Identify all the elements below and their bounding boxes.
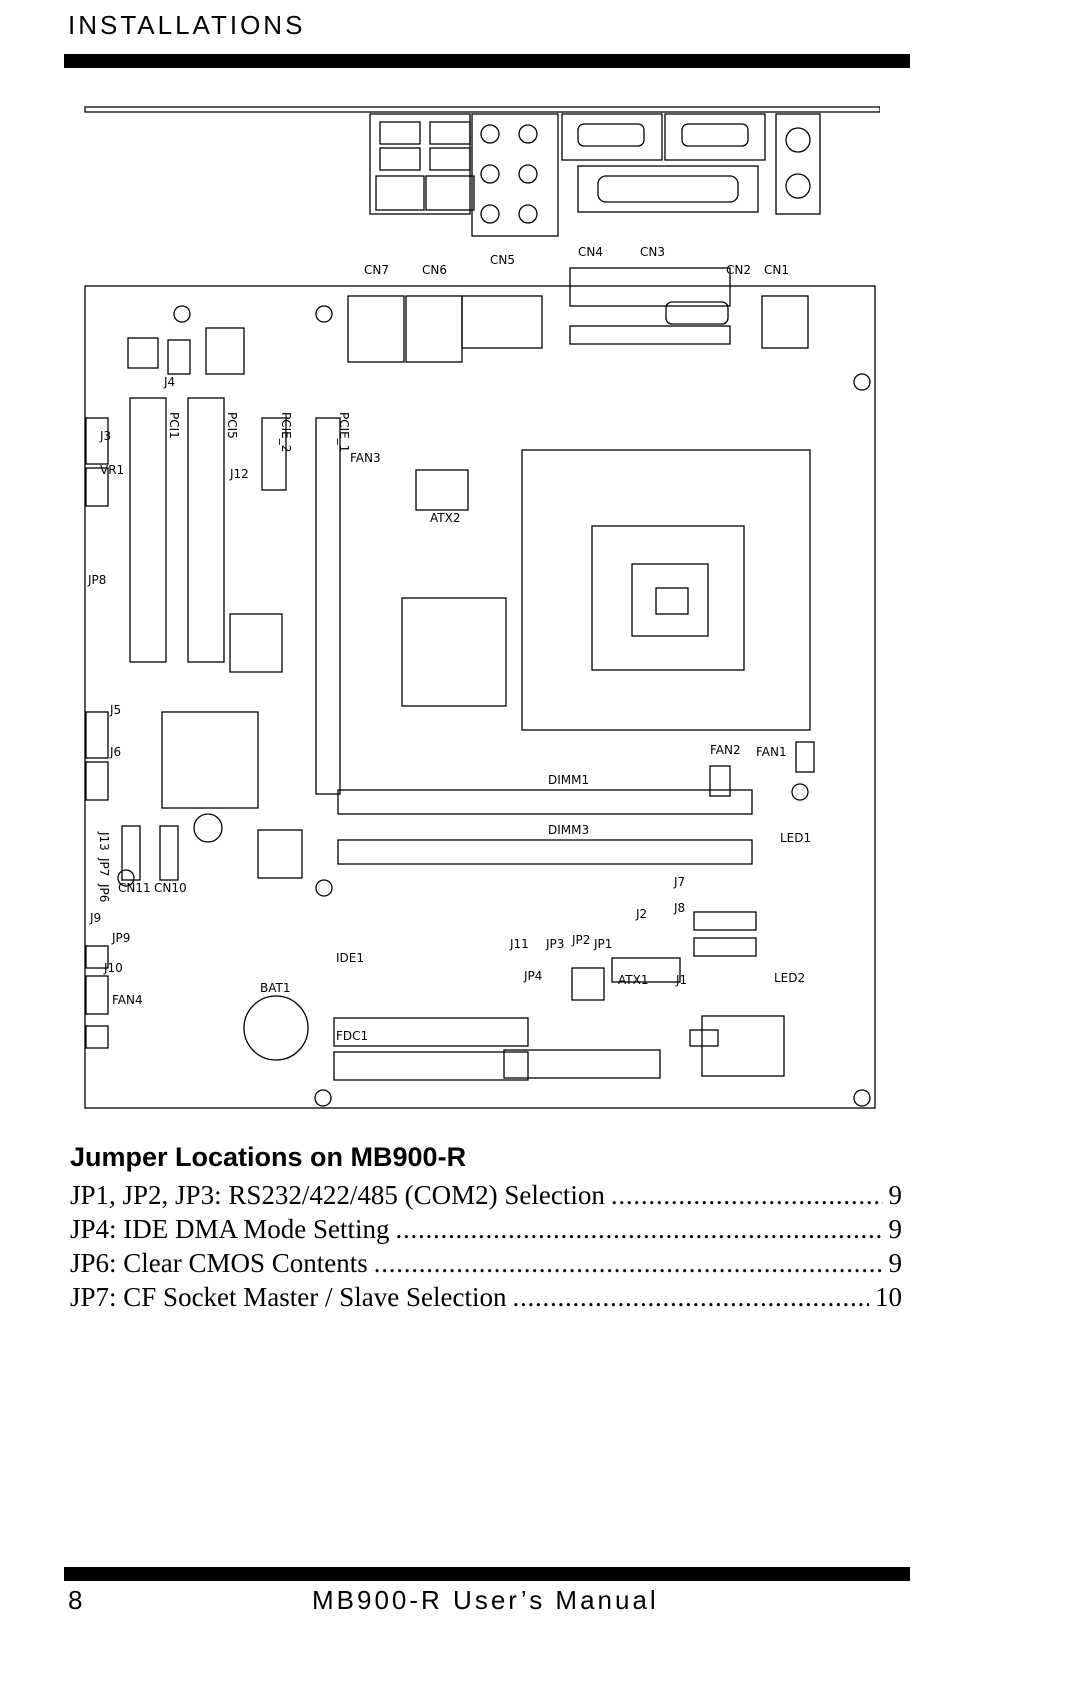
page-number: 8: [68, 1585, 83, 1615]
label-fan2: FAN2: [710, 743, 741, 757]
label-cn3: CN3: [640, 245, 665, 259]
label-dimm3: DIMM3: [548, 823, 589, 837]
label-fan3: FAN3: [350, 451, 381, 465]
rear-io-panel: [84, 106, 880, 237]
footer-rule: [64, 1567, 910, 1581]
label-atx1: ATX1: [618, 973, 648, 987]
toc-entry[interactable]: JP6: Clear CMOS Contents 9: [70, 1248, 902, 1282]
toc-entry-page: 9: [888, 1180, 903, 1210]
section-title: Jumper Locations on MB900-R: [70, 1142, 467, 1172]
label-dimm1: DIMM1: [548, 773, 589, 787]
label-pcie1: PCIE_1: [337, 412, 351, 452]
toc-leader-dots: [374, 1248, 883, 1279]
label-j1: J1: [675, 973, 687, 987]
label-jp1: JP1: [593, 937, 612, 951]
expansion-slots: [129, 397, 341, 795]
label-j9: J9: [89, 911, 101, 925]
toc-entry-label: JP4: IDE DMA Mode Setting: [70, 1214, 390, 1244]
label-j4: J4: [163, 375, 175, 389]
toc-leader-dots: [396, 1214, 883, 1245]
label-cn7: CN7: [364, 263, 389, 277]
label-cn6: CN6: [422, 263, 447, 277]
toc-entry[interactable]: JP7: CF Socket Master / Slave Selection …: [70, 1282, 902, 1316]
label-jp2: JP2: [571, 933, 590, 947]
label-pci5: PCI5: [225, 412, 239, 439]
label-led1: LED1: [780, 831, 811, 845]
label-j6: J6: [109, 745, 121, 759]
board-outline: [84, 285, 876, 1109]
manual-title: MB900-R User’s Manual: [312, 1585, 659, 1615]
label-jp4: JP4: [523, 969, 542, 983]
lower-connectors: [85, 417, 815, 1081]
label-pci1: PCI1: [167, 412, 181, 439]
toc-entry-label: JP6: Clear CMOS Contents: [70, 1248, 368, 1278]
toc-entry-label: JP1, JP2, JP3: RS232/422/485 (COM2) Sele…: [70, 1180, 605, 1210]
label-led2: LED2: [774, 971, 805, 985]
label-j10: J10: [103, 961, 123, 975]
label-jp7: JP7: [97, 857, 111, 876]
label-j12: J12: [229, 467, 249, 481]
toc-entry-page: 10: [875, 1282, 902, 1312]
toc-entry-label: JP7: CF Socket Master / Slave Selection: [70, 1282, 507, 1312]
label-cn11: CN11: [118, 881, 151, 895]
label-cn2: CN2: [726, 263, 751, 277]
toc-entry[interactable]: JP4: IDE DMA Mode Setting 9: [70, 1214, 902, 1248]
label-pcie2: PCIE_2: [279, 412, 293, 452]
label-ide1: IDE1: [336, 951, 364, 965]
label-j11: J11: [509, 937, 529, 951]
label-fan4: FAN4: [112, 993, 143, 1007]
label-j13: J13: [97, 831, 111, 851]
label-j7: J7: [673, 875, 685, 889]
running-header: INSTALLATIONS: [68, 10, 306, 40]
header-rule: [64, 54, 910, 68]
jumper-toc: JP1, JP2, JP3: RS232/422/485 (COM2) Sele…: [70, 1180, 902, 1316]
label-cn1: CN1: [764, 263, 789, 277]
label-cn4: CN4: [578, 245, 603, 259]
label-cn10: CN10: [154, 881, 187, 895]
label-jp9: JP9: [111, 931, 130, 945]
mounting-holes: [117, 305, 871, 1107]
cpu-socket: [401, 449, 811, 731]
label-j2: J2: [635, 907, 647, 921]
label-fdc1: FDC1: [336, 1029, 368, 1043]
motherboard-diagram: CN7 CN6 CN5 CN4 CN3 CN2 CN1 J4 J3 VR1 J1…: [84, 106, 880, 1109]
label-vr1: VR1: [100, 463, 124, 477]
label-cn5: CN5: [490, 253, 515, 267]
toc-leader-dots: [611, 1180, 883, 1211]
label-jp8: JP8: [87, 573, 106, 587]
top-connectors: [127, 267, 809, 375]
label-atx2: ATX2: [430, 511, 460, 525]
label-j5: J5: [109, 703, 121, 717]
dimm-slots: [337, 789, 753, 865]
label-bat1: BAT1: [260, 981, 290, 995]
toc-entry[interactable]: JP1, JP2, JP3: RS232/422/485 (COM2) Sele…: [70, 1180, 902, 1214]
label-j8: J8: [673, 901, 685, 915]
label-jp6: JP6: [97, 883, 111, 902]
label-jp3: JP3: [545, 937, 564, 951]
chipsets: [161, 711, 785, 1077]
toc-entry-page: 9: [888, 1214, 903, 1244]
label-j3: J3: [99, 429, 111, 443]
toc-leader-dots: [512, 1282, 869, 1313]
toc-entry-page: 9: [888, 1248, 903, 1278]
label-fan1: FAN1: [756, 745, 787, 759]
component-labels: CN7 CN6 CN5 CN4 CN3 CN2 CN1 J4 J3 VR1 J1…: [87, 245, 811, 1043]
